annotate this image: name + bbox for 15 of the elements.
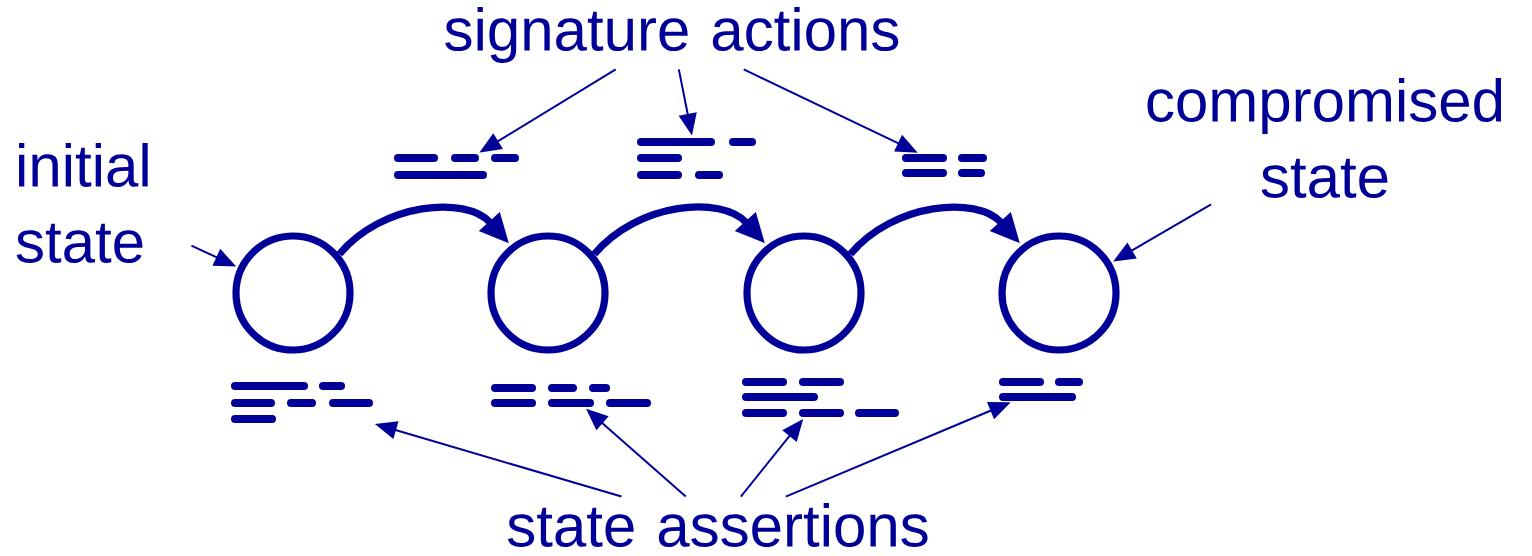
state-circle [487,232,609,354]
annotation-label: initial state [16,142,148,264]
annotation-label: compromised state [1147,77,1502,199]
state-circle [232,232,354,354]
placeholder-lines [902,154,987,177]
annotation-label: signature actions [445,7,899,63]
placeholder-lines [637,138,756,179]
placeholder-lines [999,378,1083,401]
placeholder-lines [394,154,519,179]
placeholder-lines [742,378,899,417]
state-circle [998,232,1120,354]
annotation-label: state assertions [507,502,928,547]
state-circle [743,232,865,354]
placeholder-lines [231,382,373,423]
placeholder-lines [491,384,651,407]
